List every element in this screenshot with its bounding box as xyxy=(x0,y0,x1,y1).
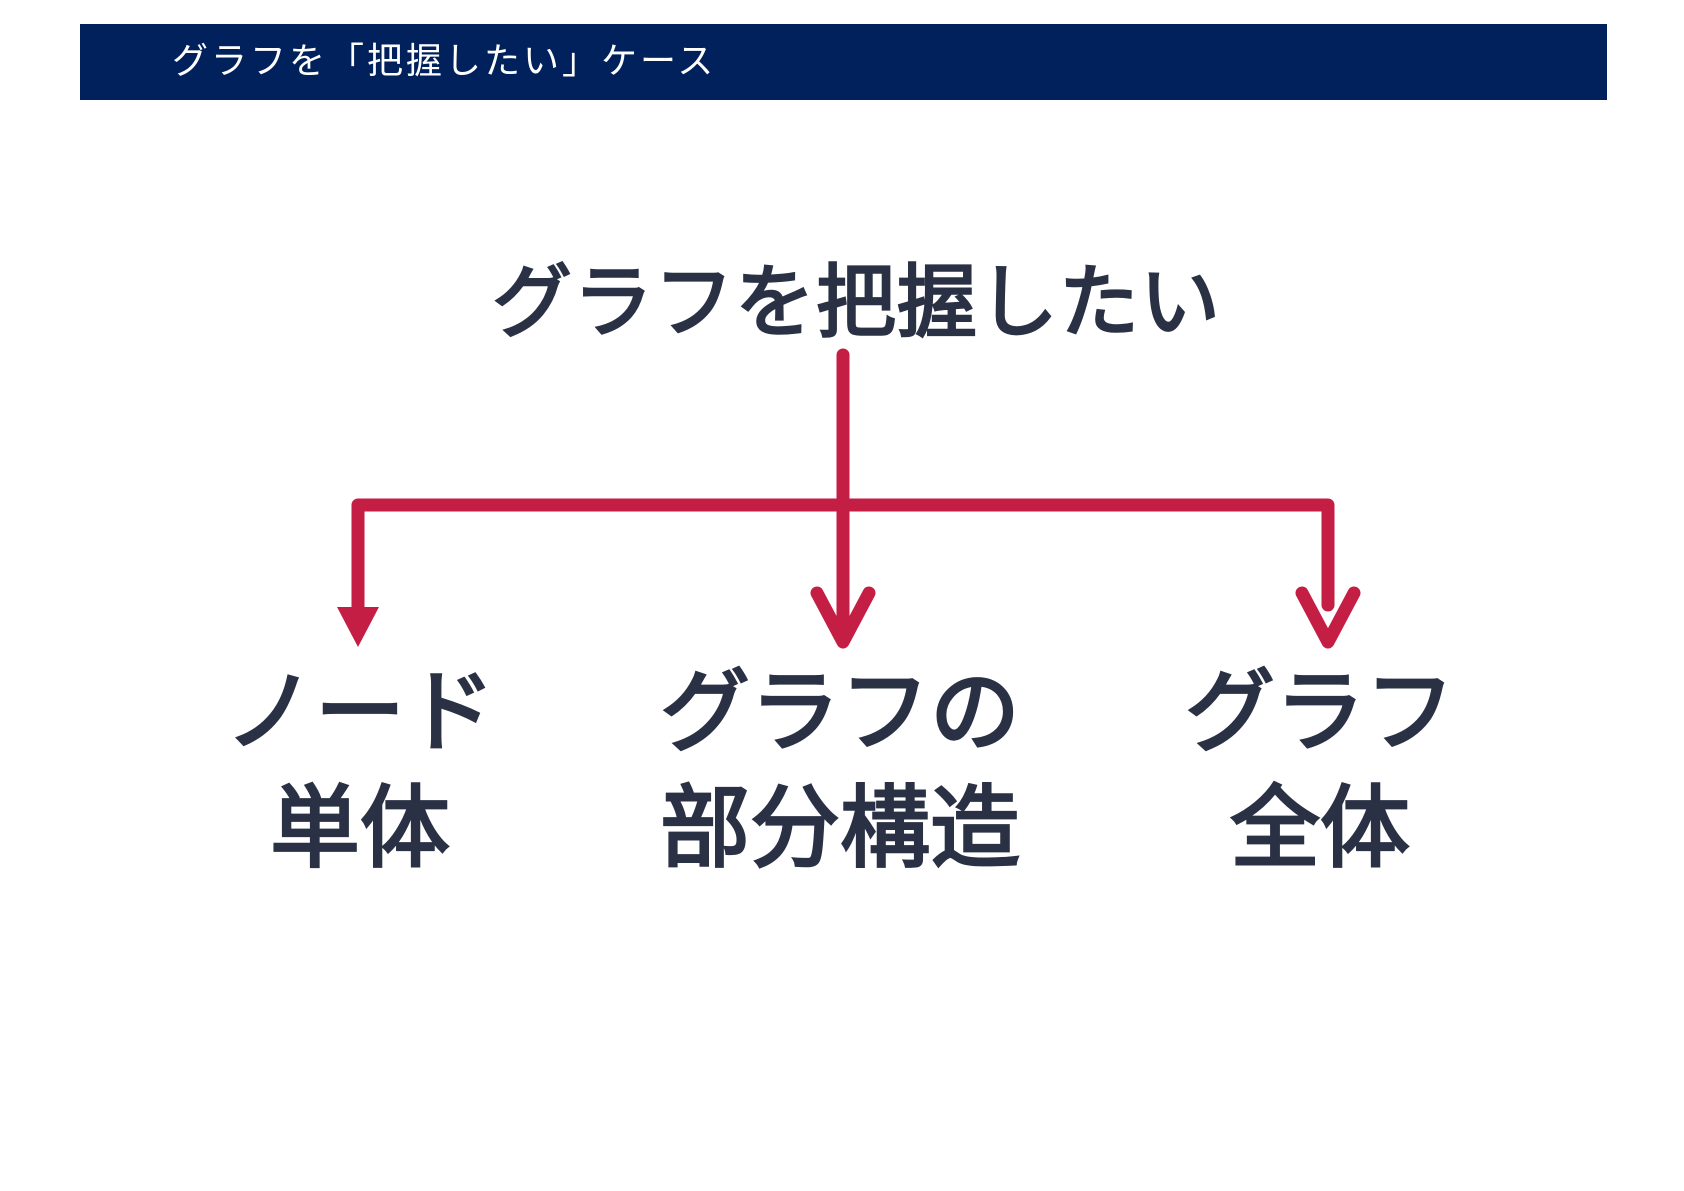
child-node-line1: ノード xyxy=(225,660,495,765)
child-whole-line1: グラフ xyxy=(1185,660,1455,765)
left-arrowhead xyxy=(337,607,379,647)
header-bar: グラフを「把握したい」ケース xyxy=(80,24,1607,100)
child-node-single: ノード 単体 xyxy=(200,655,520,887)
child-partial-line1: グラフの xyxy=(660,660,1020,765)
child-whole-graph: グラフ 全体 xyxy=(1160,655,1480,887)
page-title: グラフを「把握したい」ケース xyxy=(172,41,717,82)
child-partial-structure: グラフの 部分構造 xyxy=(600,655,1080,887)
center-arrowhead xyxy=(810,586,876,649)
child-node-line2: 単体 xyxy=(270,776,450,881)
root-node-label: グラフを把握したい xyxy=(492,256,1221,349)
right-arrowhead xyxy=(1295,586,1361,649)
child-partial-line2: 部分構造 xyxy=(660,776,1020,881)
child-whole-line2: 全体 xyxy=(1230,776,1410,881)
